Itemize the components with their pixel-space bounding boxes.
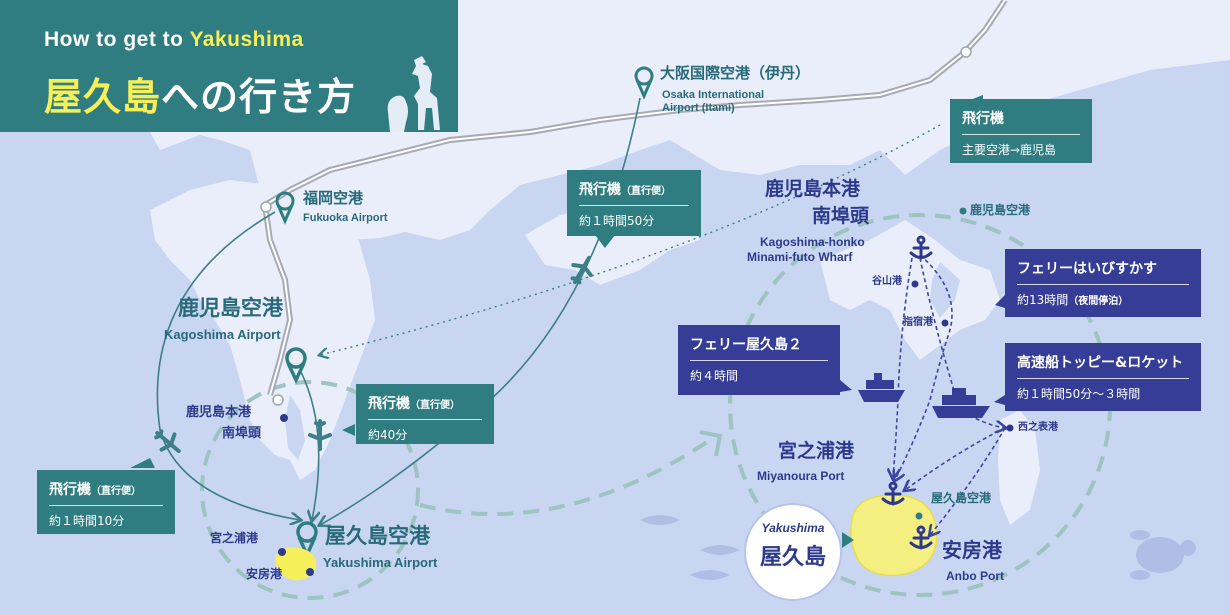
detail-yakushima bbox=[850, 494, 938, 577]
box-plane-kagoshima-sub: 約40分 bbox=[368, 428, 408, 442]
yakushima-badge: Yakushima 屋久島 bbox=[744, 503, 842, 601]
anchor-icon bbox=[881, 481, 905, 506]
box-plane-main-title: 飛行機 bbox=[962, 108, 1080, 135]
label-detail-port-en-1: Kagoshima-honko bbox=[760, 235, 865, 249]
label-yakushima-airport: 屋久島空港 bbox=[325, 524, 430, 548]
plane-icon bbox=[154, 429, 181, 453]
label-miyanoura-en: Miyanoura Port bbox=[757, 469, 845, 483]
fish-icon bbox=[640, 515, 740, 580]
label-miyanoura-small: 宮之浦港 bbox=[210, 531, 259, 545]
box-ferry-hibiscus-sub: 約13時間（夜間停泊） bbox=[1017, 293, 1129, 307]
turtle-icon bbox=[1130, 530, 1196, 580]
route-ferry-hibiscus bbox=[895, 254, 953, 480]
title-english: How to get to Yakushima bbox=[44, 28, 304, 51]
label-detail-kagoshima-airport: 鹿児島空港 bbox=[970, 203, 1031, 217]
route-jetfoil-c bbox=[930, 427, 1006, 535]
box-plane-fukuoka: 飛行機（直行便） 約１時間10分 bbox=[37, 470, 175, 534]
label-detail-yakushima-airport: 屋久島空港 bbox=[931, 491, 992, 505]
title-banner bbox=[0, 0, 458, 132]
box-plane-fukuoka-title: 飛行機（直行便） bbox=[49, 479, 163, 506]
label-anbo-en: Anbo Port bbox=[946, 569, 1004, 583]
label-kagoshima-port: 鹿児島本港 bbox=[186, 405, 252, 420]
route-jetfoil-a bbox=[919, 257, 1005, 428]
box-jetfoil: 高速船トッピー&ロケット 約１時間50分〜３時間 bbox=[1005, 343, 1201, 411]
box-plane-kagoshima-title: 飛行機（直行便） bbox=[368, 393, 482, 420]
jetfoil-icon bbox=[932, 388, 990, 418]
box-ferry-yakushima2-sub: 約４時間 bbox=[690, 369, 739, 383]
label-fukuoka-airport: 福岡空港 bbox=[303, 189, 364, 207]
box-ferry-hibiscus-title: フェリーはいびすかす bbox=[1017, 258, 1189, 285]
label-fukuoka-airport-en: Fukuoka Airport bbox=[303, 212, 388, 224]
box-plane-fukuoka-sub: 約１時間10分 bbox=[49, 514, 125, 528]
pin-icon bbox=[285, 347, 307, 385]
label-osaka-airport-en-2: Airport (Itami) bbox=[662, 102, 735, 114]
deer-icon bbox=[387, 56, 440, 132]
title-japanese: 屋久島への行き方 bbox=[44, 75, 357, 119]
label-detail-port: 鹿児島本港 bbox=[765, 178, 861, 200]
anchor-icon bbox=[909, 235, 933, 260]
box-jetfoil-title: 高速船トッピー&ロケット bbox=[1017, 352, 1189, 379]
label-anbo-small: 安房港 bbox=[246, 567, 283, 581]
box-plane-osaka-sub: 約１時間50分 bbox=[579, 214, 655, 228]
pin-icon bbox=[634, 66, 654, 100]
island-tanegashima bbox=[998, 410, 1040, 525]
box-plane-osaka-title: 飛行機（直行便） bbox=[579, 179, 689, 206]
plane-icon bbox=[570, 255, 593, 285]
box-jetfoil-sub: 約１時間50分〜３時間 bbox=[1017, 387, 1141, 401]
label-osaka-airport: 大阪国際空港（伊丹） bbox=[660, 64, 811, 82]
ferry-icon bbox=[858, 373, 905, 402]
box-ferry-yakushima2-title: フェリー屋久島２ bbox=[690, 334, 828, 361]
badge-ja: 屋久島 bbox=[759, 545, 826, 570]
label-nishinoomote: 西之表港 bbox=[1018, 422, 1058, 433]
box-ferry-yakushima2: フェリー屋久島２ 約４時間 bbox=[678, 325, 840, 395]
route-main-kagoshima bbox=[320, 124, 941, 355]
inset-yakushima bbox=[275, 547, 317, 581]
pin-icon bbox=[275, 191, 295, 225]
box-plane-main-sub: 主要空港→鹿児島 bbox=[962, 143, 1057, 157]
island-kyushu bbox=[150, 180, 375, 480]
label-yakushima-airport-en: Yakushima Airport bbox=[323, 555, 438, 570]
label-taniyama: 谷山港 bbox=[872, 276, 902, 287]
label-detail-port-2: 南埠頭 bbox=[812, 205, 870, 227]
box-plane-main: 飛行機 主要空港→鹿児島 bbox=[950, 99, 1092, 163]
label-miyanoura: 宮之浦港 bbox=[778, 440, 855, 462]
badge-en: Yakushima bbox=[761, 521, 825, 535]
plane-icon bbox=[308, 419, 332, 451]
label-detail-port-en-2: Minami-futo Wharf bbox=[747, 250, 853, 264]
label-anbo: 安房港 bbox=[942, 538, 1002, 562]
label-ibusuki: 指宿港 bbox=[903, 317, 933, 328]
inset-circle bbox=[200, 380, 420, 600]
anchor-icon bbox=[909, 525, 933, 550]
detail-kagoshima bbox=[820, 220, 1000, 360]
box-ferry-hibiscus: フェリーはいびすかす 約13時間（夜間停泊） bbox=[1005, 249, 1201, 317]
label-kagoshima-airport-en: Kagoshima Airport bbox=[164, 327, 281, 342]
label-kagoshima-airport: 鹿児島空港 bbox=[178, 296, 283, 320]
box-plane-osaka: 飛行機（直行便） 約１時間50分 bbox=[567, 170, 701, 236]
route-fukuoka-yakushima bbox=[156, 211, 300, 520]
label-kagoshima-port-2: 南埠頭 bbox=[222, 426, 262, 441]
mainland-honshu bbox=[150, 0, 1230, 240]
box-plane-kagoshima: 飛行機（直行便） 約40分 bbox=[356, 384, 494, 444]
label-osaka-airport-en-1: Osaka International bbox=[662, 89, 765, 101]
